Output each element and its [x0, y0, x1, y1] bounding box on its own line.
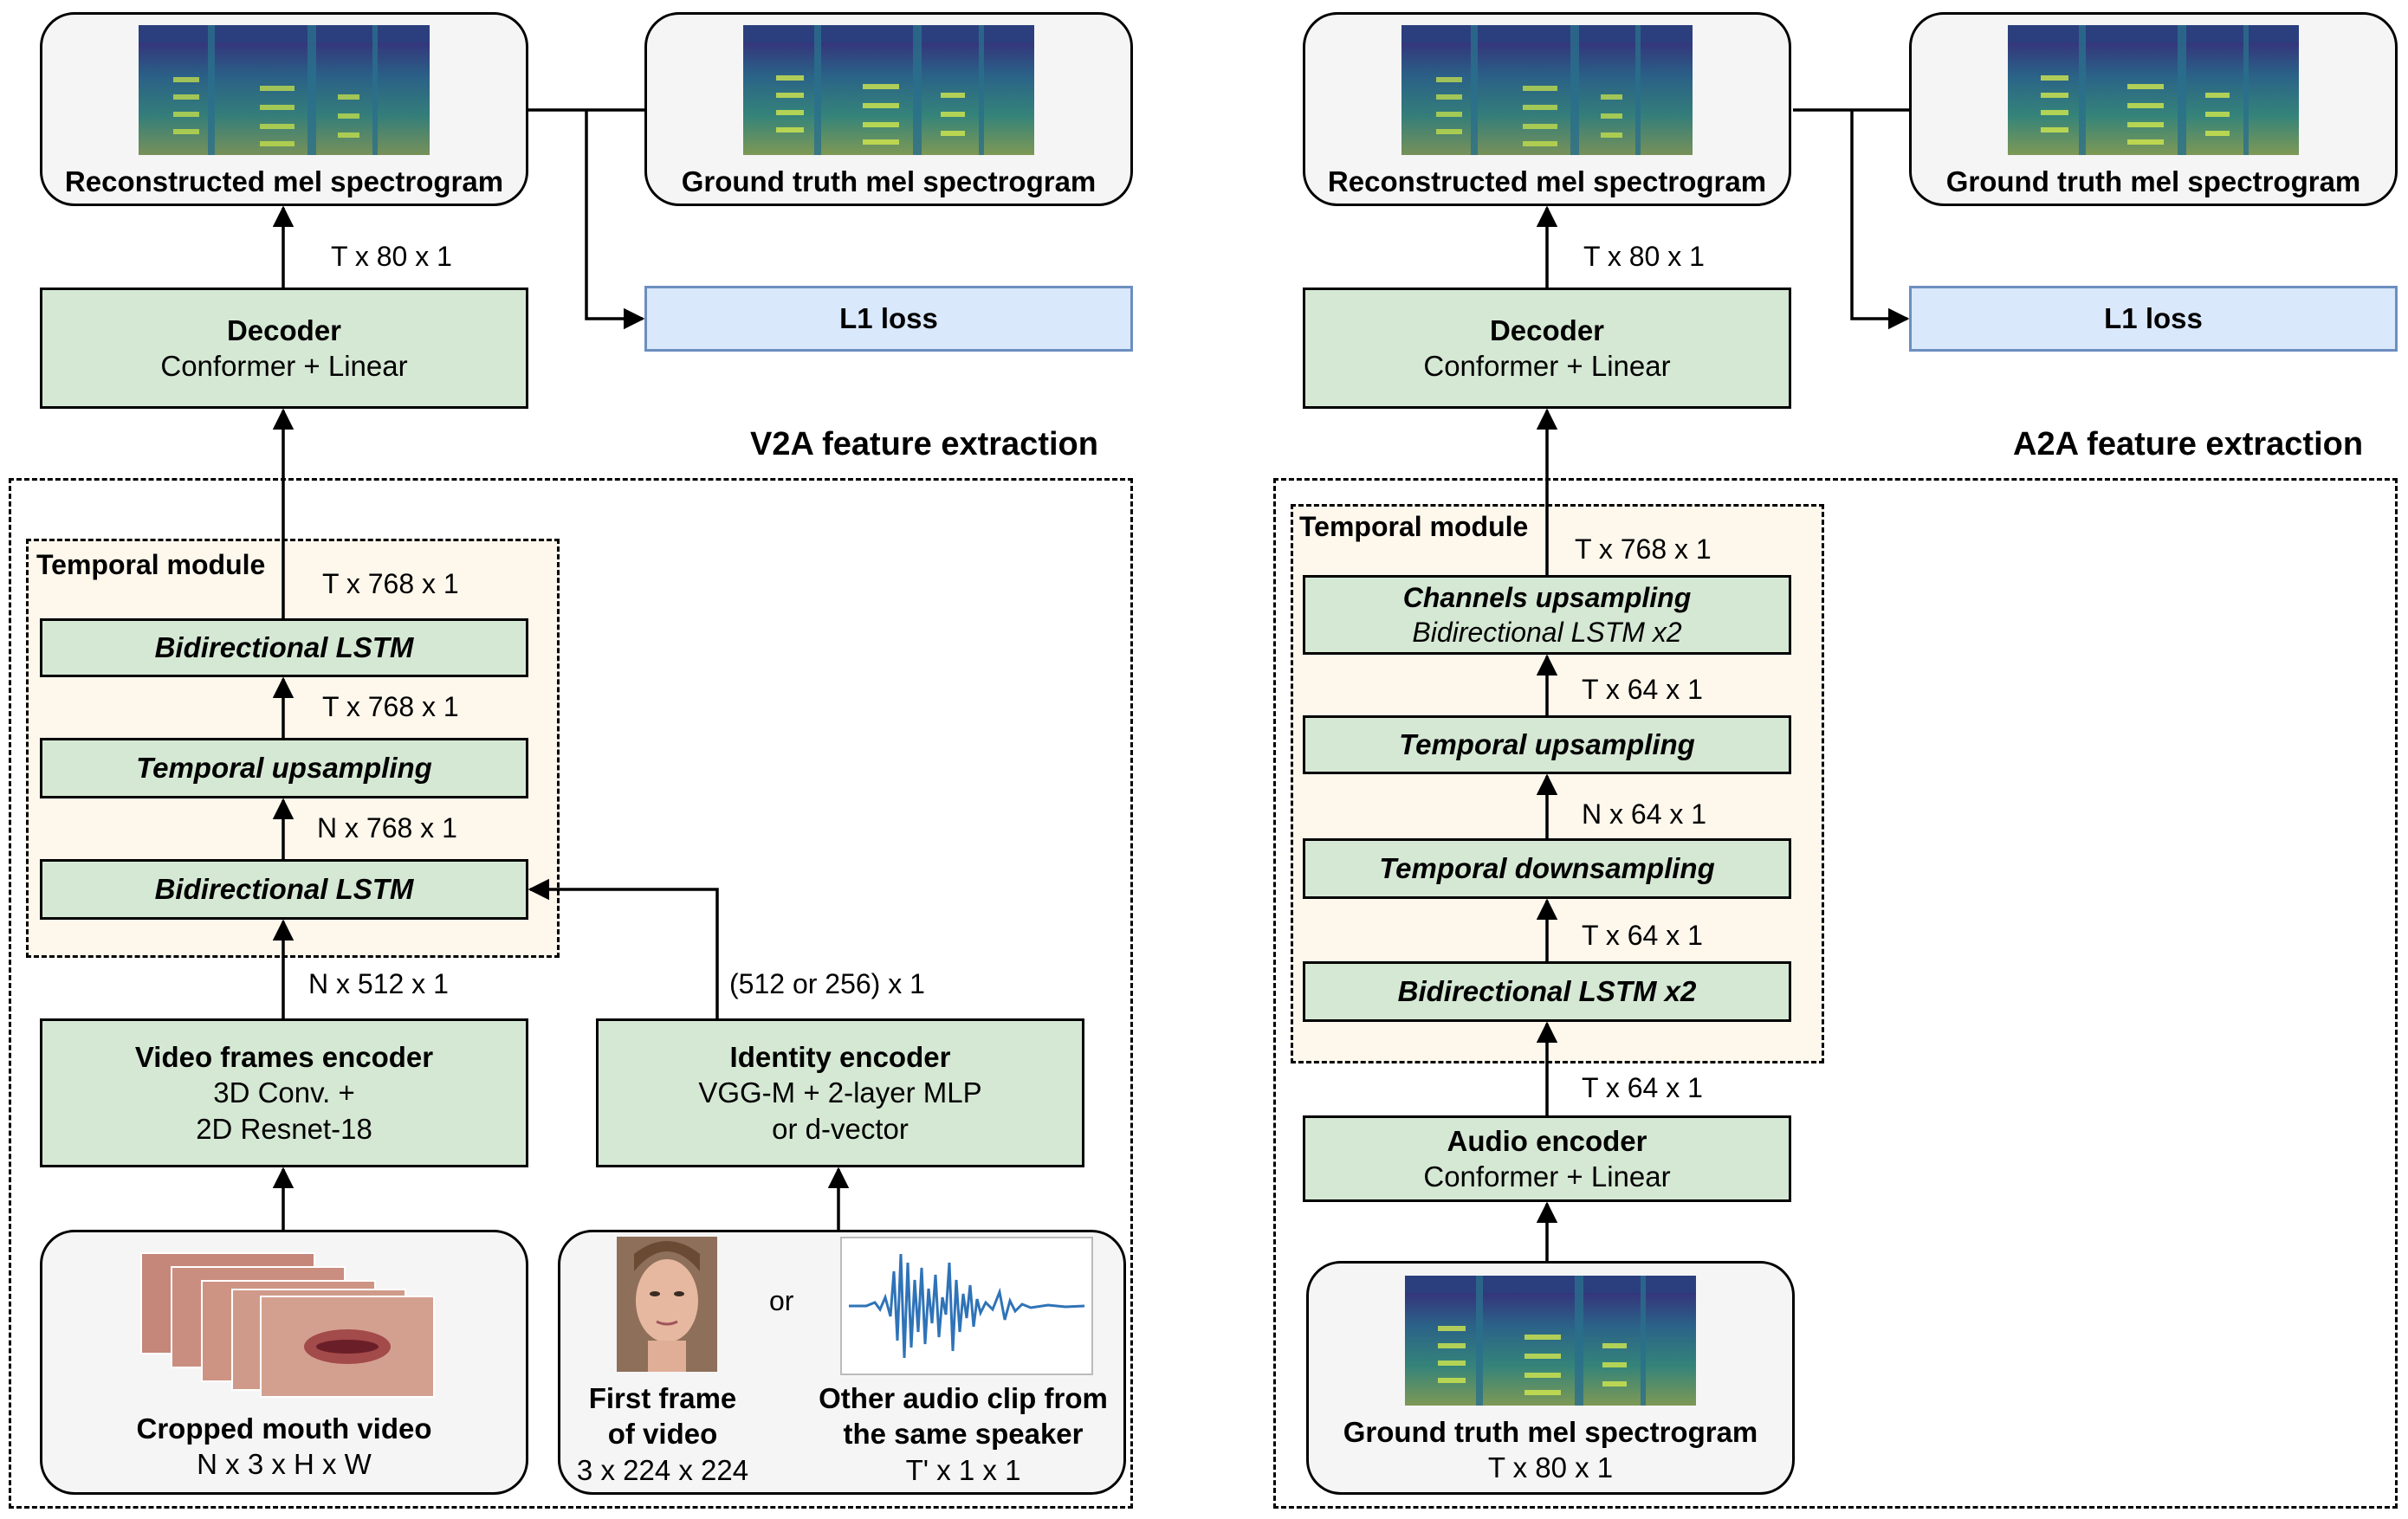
- v2a-recon-label: Reconstructed mel spectrogram: [64, 165, 504, 197]
- v2a-identity-encoder: Identity encoder VGG-M + 2-layer MLP or …: [596, 1018, 1084, 1167]
- a2a-l1-loss: L1 loss: [1909, 286, 2398, 352]
- a2a-dim-lstm-out: T x 64 x 1: [1582, 920, 1703, 951]
- a2a-temporal-module-label: Temporal module: [1299, 511, 1529, 542]
- v2a-section-title: V2A feature extraction: [750, 426, 1098, 462]
- v2a-video-enc-line2: 2D Resnet-18: [196, 1112, 372, 1145]
- a2a-decoder-sub: Conformer + Linear: [1423, 350, 1671, 382]
- v2a-other-audio-dims: T' x 1 x 1: [905, 1453, 1021, 1486]
- v2a-decoder-sub: Conformer + Linear: [160, 350, 408, 382]
- arrow-a2a-to-l1-loss: [1850, 110, 1910, 330]
- mouth-video-frames-image: [140, 1252, 435, 1398]
- a2a-l1-loss-label: L1 loss: [2104, 302, 2203, 335]
- a2a-audio-enc-title: Audio encoder: [1447, 1124, 1647, 1157]
- v2a-reconstructed-mel: Reconstructed mel spectrogram: [40, 12, 528, 206]
- v2a-mouth-dims: N x 3 x H x W: [197, 1448, 372, 1481]
- a2a-lstm-label: Bidirectional LSTM x2: [1397, 975, 1697, 1008]
- a2a-ground-truth-input: Ground truth mel spectrogram T x 80 x 1: [1306, 1261, 1795, 1495]
- face-frame-image: [617, 1237, 717, 1372]
- audio-waveform-image: [840, 1237, 1093, 1375]
- v2a-mouth-title: Cropped mouth video: [136, 1412, 432, 1445]
- v2a-identity-line2: or d-vector: [772, 1112, 909, 1145]
- a2a-ground-truth-mel: Ground truth mel spectrogram: [1909, 12, 2398, 206]
- v2a-first-frame-dims: 3 x 224 x 224: [576, 1453, 749, 1486]
- a2a-decoder: Decoder Conformer + Linear: [1303, 288, 1791, 409]
- v2a-gt-label: Ground truth mel spectrogram: [681, 165, 1097, 197]
- a2a-dim-audio-enc-out: T x 64 x 1: [1582, 1072, 1703, 1103]
- a2a-channels-sub: Bidirectional LSTM x2: [1412, 617, 1682, 648]
- v2a-temporal-module-label: Temporal module: [36, 549, 266, 580]
- v2a-video-frames-encoder: Video frames encoder 3D Conv. + 2D Resne…: [40, 1018, 528, 1167]
- mel-spectrogram-image: [2008, 25, 2299, 155]
- v2a-decoder: Decoder Conformer + Linear: [40, 288, 528, 409]
- a2a-dim-decoder-out: T x 80 x 1: [1583, 241, 1705, 272]
- a2a-input-dims: T x 80 x 1: [1487, 1451, 1614, 1484]
- v2a-ground-truth-mel: Ground truth mel spectrogram: [644, 12, 1133, 206]
- arrow-identity-to-lstm1: [528, 878, 719, 1018]
- v2a-first-frame-line2: of video: [607, 1418, 718, 1451]
- v2a-dim-lstm2-out: T x 768 x 1: [322, 568, 459, 599]
- mel-spectrogram-image: [1405, 1276, 1696, 1406]
- arrow-to-l1-loss: [585, 110, 645, 330]
- v2a-temporal-upsampling: Temporal upsampling: [40, 738, 528, 798]
- v2a-dim-lstm1-out: N x 768 x 1: [317, 812, 457, 844]
- v2a-bidirectional-lstm-1: Bidirectional LSTM: [40, 859, 528, 920]
- a2a-section-title: A2A feature extraction: [2013, 426, 2364, 462]
- a2a-recon-label: Reconstructed mel spectrogram: [1327, 165, 1767, 197]
- a2a-section: [1273, 478, 2398, 1509]
- a2a-audio-encoder: Audio encoder Conformer + Linear: [1303, 1115, 1791, 1202]
- a2a-temporal-downsampling: Temporal downsampling: [1303, 838, 1791, 899]
- a2a-audio-enc-sub: Conformer + Linear: [1423, 1160, 1671, 1193]
- a2a-dim-channels-out: T x 768 x 1: [1575, 533, 1712, 565]
- v2a-other-audio-line2: the same speaker: [843, 1418, 1084, 1451]
- v2a-other-audio-caption: Other audio clip from the same speaker T…: [807, 1380, 1119, 1488]
- a2a-downsample-label: Temporal downsampling: [1379, 852, 1715, 885]
- a2a-upsample-label: Temporal upsampling: [1399, 728, 1695, 761]
- v2a-dim-upsample-out: T x 768 x 1: [322, 691, 459, 722]
- v2a-section: [9, 478, 1133, 1509]
- v2a-dim-decoder-out: T x 80 x 1: [331, 241, 452, 272]
- a2a-bidirectional-lstm: Bidirectional LSTM x2: [1303, 961, 1791, 1022]
- mel-spectrogram-image: [139, 25, 430, 155]
- a2a-reconstructed-mel: Reconstructed mel spectrogram: [1303, 12, 1791, 206]
- a2a-channels-title: Channels upsampling: [1402, 582, 1692, 613]
- v2a-dim-video-enc-out: N x 512 x 1: [308, 968, 449, 999]
- v2a-l1-loss-label: L1 loss: [839, 302, 938, 335]
- v2a-first-frame-line1: First frame: [588, 1382, 737, 1414]
- v2a-first-frame-caption: First frame of video 3 x 224 x 224: [572, 1380, 754, 1488]
- a2a-dim-downsample-out: N x 64 x 1: [1582, 798, 1707, 830]
- a2a-channels-upsampling: Channels upsampling Bidirectional LSTM x…: [1303, 575, 1791, 655]
- a2a-input-title: Ground truth mel spectrogram: [1343, 1416, 1758, 1448]
- a2a-decoder-title: Decoder: [1489, 313, 1605, 346]
- v2a-identity-title: Identity encoder: [729, 1041, 951, 1074]
- v2a-lstm1-label: Bidirectional LSTM: [154, 873, 414, 906]
- v2a-l1-loss: L1 loss: [644, 286, 1133, 352]
- v2a-lstm2-label: Bidirectional LSTM: [154, 631, 414, 664]
- mel-spectrogram-image: [1401, 25, 1693, 155]
- v2a-cropped-mouth-video: Cropped mouth video N x 3 x H x W: [40, 1230, 528, 1495]
- v2a-dim-identity-out: (512 or 256) x 1: [729, 968, 925, 999]
- a2a-temporal-upsampling: Temporal upsampling: [1303, 715, 1791, 774]
- a2a-dim-upsample-out: T x 64 x 1: [1582, 674, 1703, 705]
- v2a-video-enc-line1: 3D Conv. +: [213, 1076, 355, 1109]
- v2a-upsample-label: Temporal upsampling: [136, 752, 432, 785]
- v2a-identity-line1: VGG-M + 2-layer MLP: [698, 1076, 982, 1109]
- v2a-or-label: or: [769, 1285, 794, 1316]
- v2a-bidirectional-lstm-2: Bidirectional LSTM: [40, 618, 528, 677]
- a2a-gt-label: Ground truth mel spectrogram: [1945, 165, 2361, 197]
- v2a-video-enc-title: Video frames encoder: [134, 1041, 434, 1074]
- v2a-decoder-title: Decoder: [226, 313, 342, 346]
- mel-spectrogram-image: [743, 25, 1034, 155]
- v2a-other-audio-line1: Other audio clip from: [819, 1382, 1108, 1414]
